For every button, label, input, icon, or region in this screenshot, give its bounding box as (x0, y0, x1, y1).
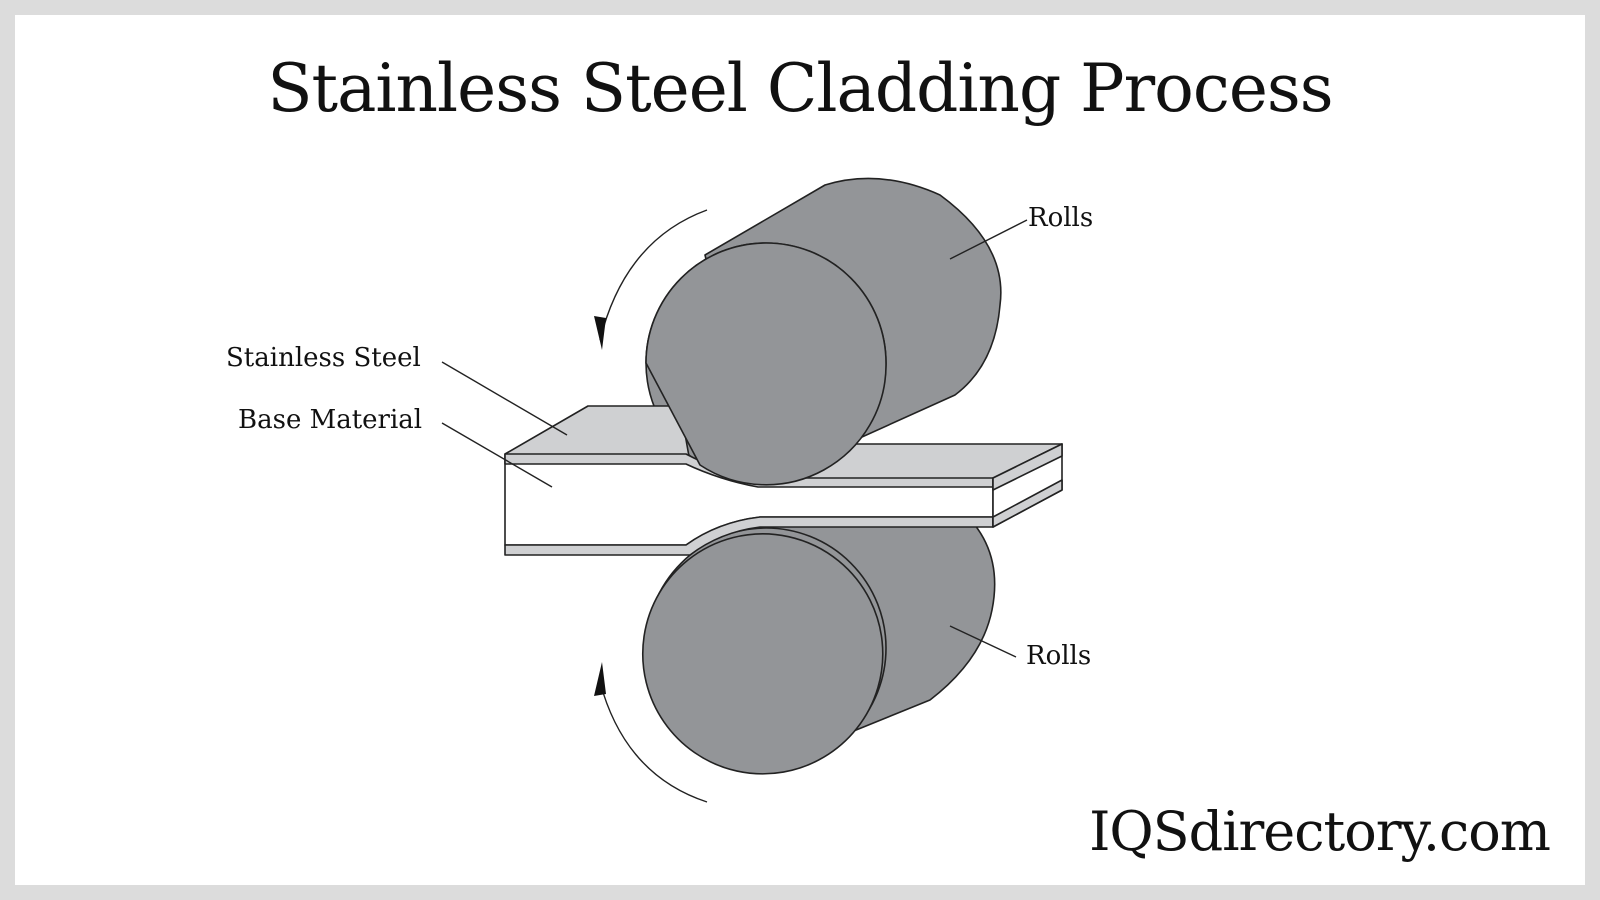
diagram-title: Stainless Steel Cladding Process (267, 50, 1333, 127)
arrowhead-bottom-icon (594, 662, 606, 696)
leader-rolls-top (949, 219, 1028, 260)
rotation-arrow-top (599, 209, 708, 341)
arrowhead-top-icon (594, 316, 606, 350)
leader-rolls-bottom (949, 625, 1017, 658)
bottom-roll-face-front (641, 533, 884, 775)
label-base-material: Base Material (238, 405, 423, 435)
plate-end-stripe-top (992, 443, 1063, 491)
top-roll-face-front (645, 242, 887, 486)
label-stainless-steel: Stainless Steel (226, 343, 421, 373)
label-rolls-top: Rolls (1028, 203, 1094, 233)
leader-base-material (441, 422, 553, 488)
rotation-arrow-bottom (599, 681, 708, 803)
label-rolls-bottom: Rolls (1026, 641, 1092, 671)
plate-end-stripe-bottom (992, 479, 1063, 528)
leader-stainless-steel (441, 361, 568, 436)
brand-logo-text: IQSdirectory.com (1089, 800, 1551, 863)
